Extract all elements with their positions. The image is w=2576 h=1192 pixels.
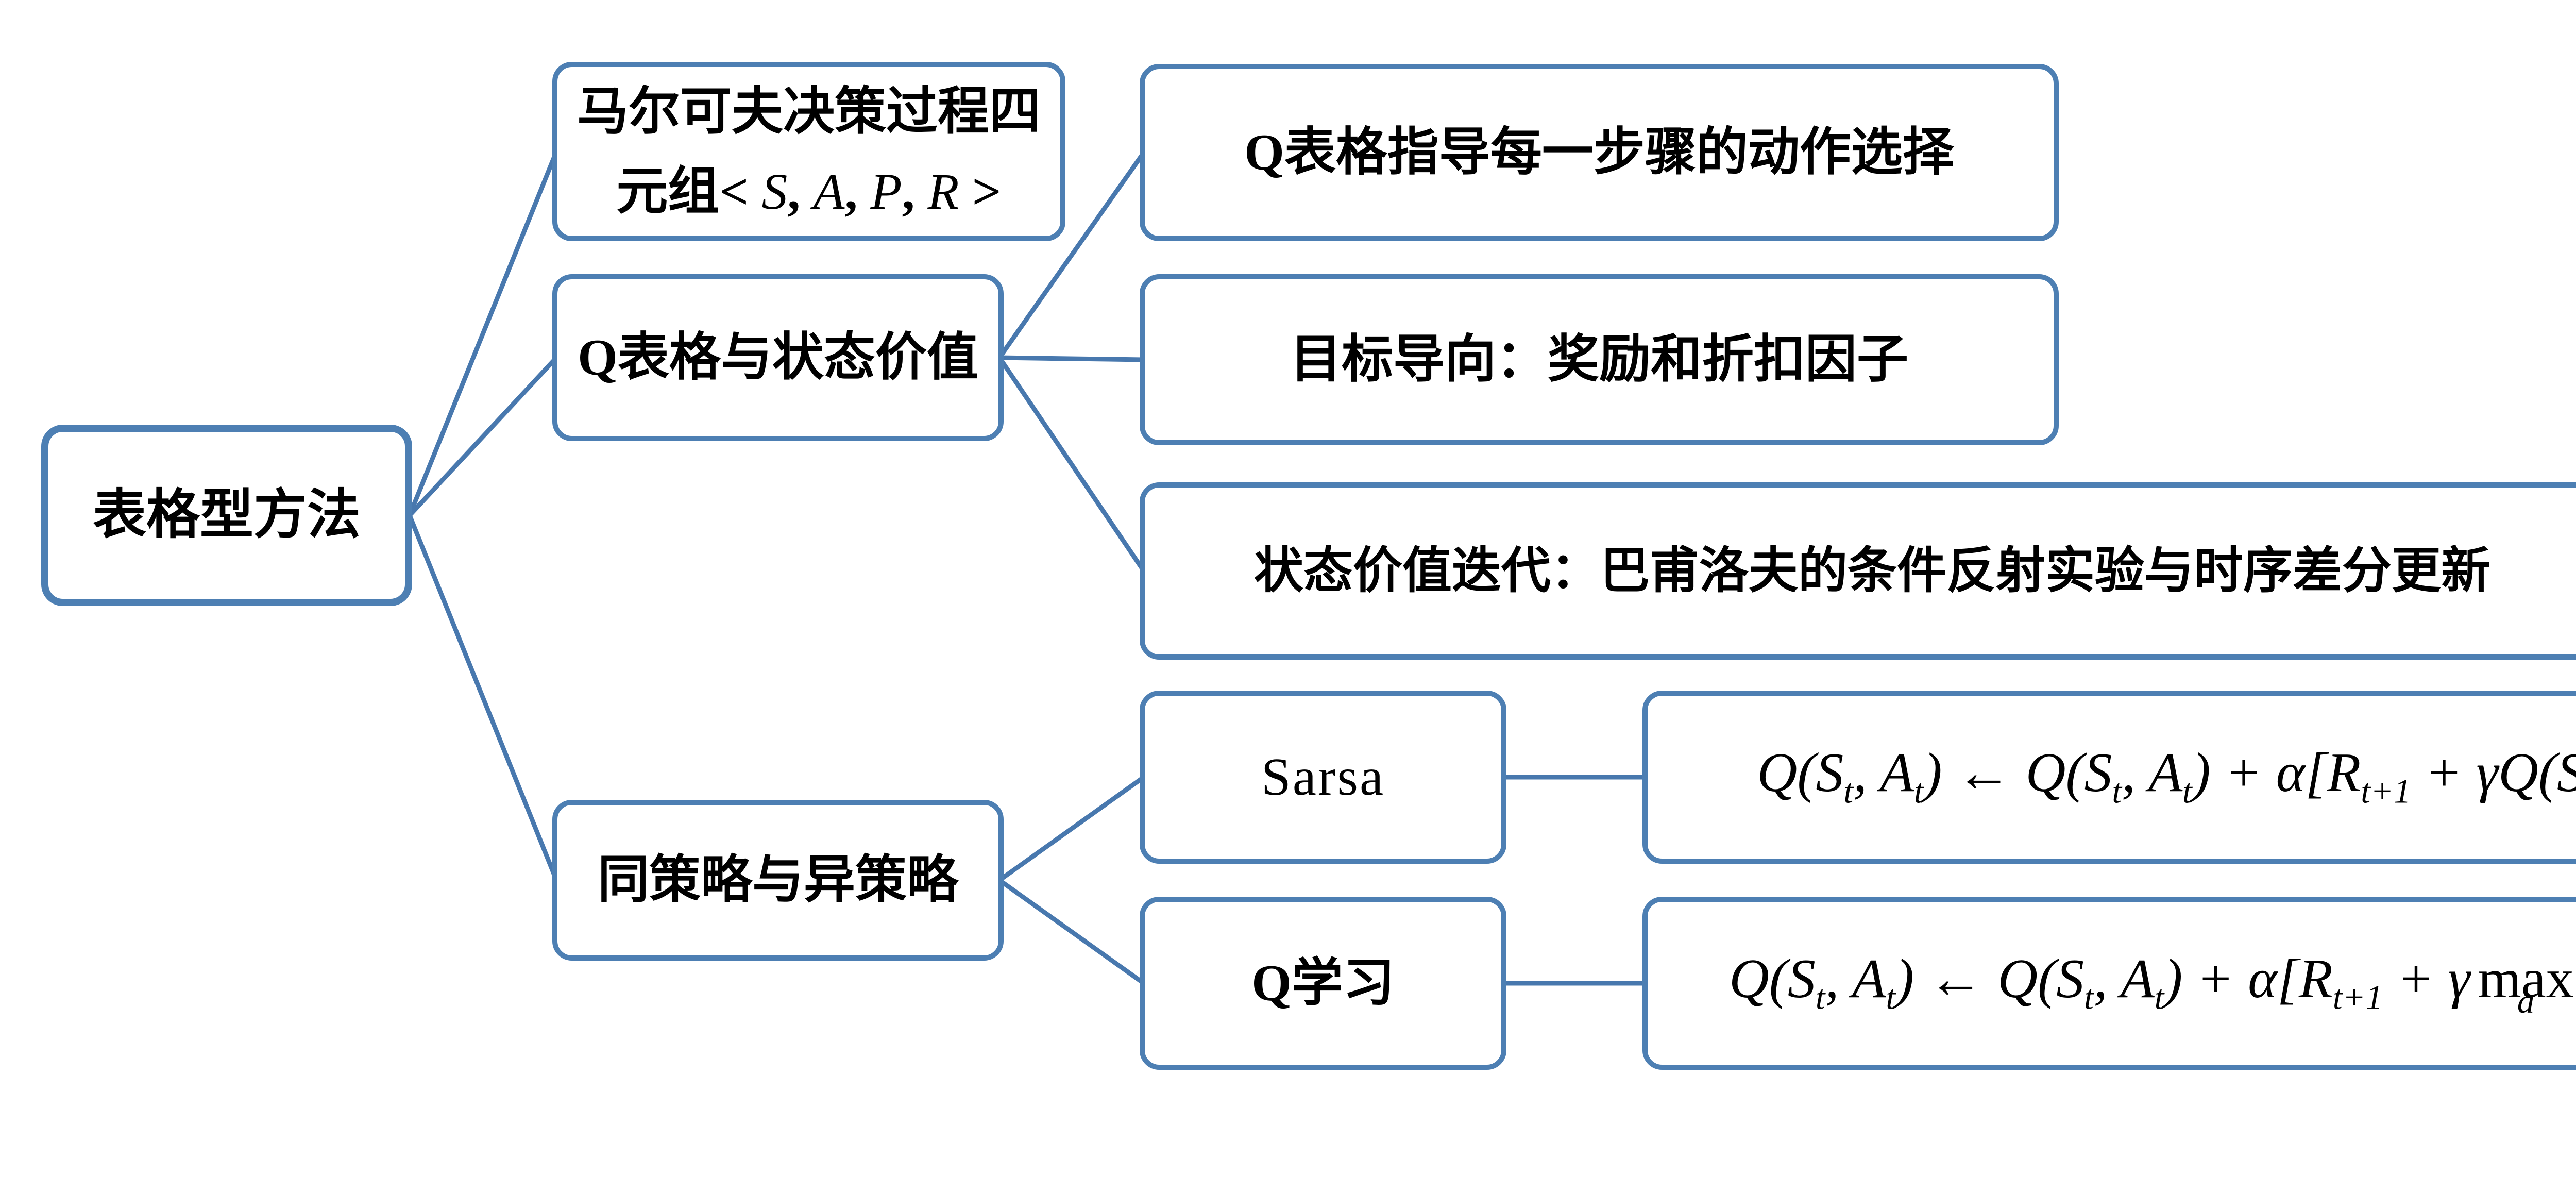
node-on-off-policy-label: 同策略与异策略 — [598, 851, 958, 909]
connector-root-mdp — [407, 149, 559, 518]
connector-policy-sarsa — [997, 775, 1146, 883]
node-state-value-iteration: 状态价值迭代：巴甫洛夫的条件反射实验与时序差分更新 — [1140, 482, 2576, 660]
sarsa-update-formula: Q(St, At) ← Q(St, At) + α[Rt+1 + γQ(St+1… — [1757, 742, 2576, 811]
node-qlearning: Q学习 — [1140, 897, 1506, 1070]
node-qtable-state-value: Q表格与状态价值 — [552, 274, 1004, 441]
node-state-value-iteration-label: 状态价值迭代：巴甫洛夫的条件反射实验与时序差分更新 — [1254, 543, 2490, 598]
node-qlearning-update-formula: Q(St, At) ← Q(St, At) + α[Rt+1 + γmaxaQ(… — [1642, 897, 2576, 1070]
node-qtable-state-value-label: Q表格与状态价值 — [578, 329, 978, 386]
connector-policy-qlearn — [997, 878, 1146, 986]
node-goal-oriented: 目标导向：奖励和折扣因子 — [1140, 274, 2059, 445]
connector-qtable-valueiter — [997, 355, 1146, 574]
node-tabular-methods-label: 表格型方法 — [92, 485, 361, 545]
node-tabular-methods: 表格型方法 — [41, 425, 412, 606]
node-qtable-guides-actions: Q表格指导每一步骤的动作选择 — [1140, 64, 2059, 241]
connector-root-policy — [407, 513, 559, 883]
qlearning-update-formula: Q(St, At) ← Q(St, At) + α[Rt+1 + γmaxaQ(… — [1728, 948, 2574, 1020]
node-on-off-policy: 同策略与异策略 — [552, 800, 1004, 961]
node-qtable-guides-actions-label: Q表格指导每一步骤的动作选择 — [1244, 124, 1954, 181]
connector-qtable-qguide — [997, 150, 1146, 360]
node-mdp-tuple: 马尔可夫决策过程四 元组< S, A, P, R > — [552, 62, 1065, 241]
connector-qtable-goal — [997, 355, 1146, 362]
node-mdp-tuple-line1: 马尔可夫决策过程四 — [577, 83, 1041, 140]
node-qlearning-label: Q学习 — [1251, 954, 1395, 1012]
node-sarsa: Sarsa — [1140, 691, 1506, 864]
node-goal-oriented-label: 目标导向：奖励和折扣因子 — [1290, 331, 1908, 388]
node-sarsa-label: Sarsa — [1261, 747, 1385, 807]
node-sarsa-update-formula: Q(St, At) ← Q(St, At) + α[Rt+1 + γQ(St+1… — [1642, 691, 2576, 864]
node-mdp-tuple-line2: 元组< S, A, P, R > — [616, 163, 1002, 220]
connector-root-qtable — [407, 355, 559, 518]
